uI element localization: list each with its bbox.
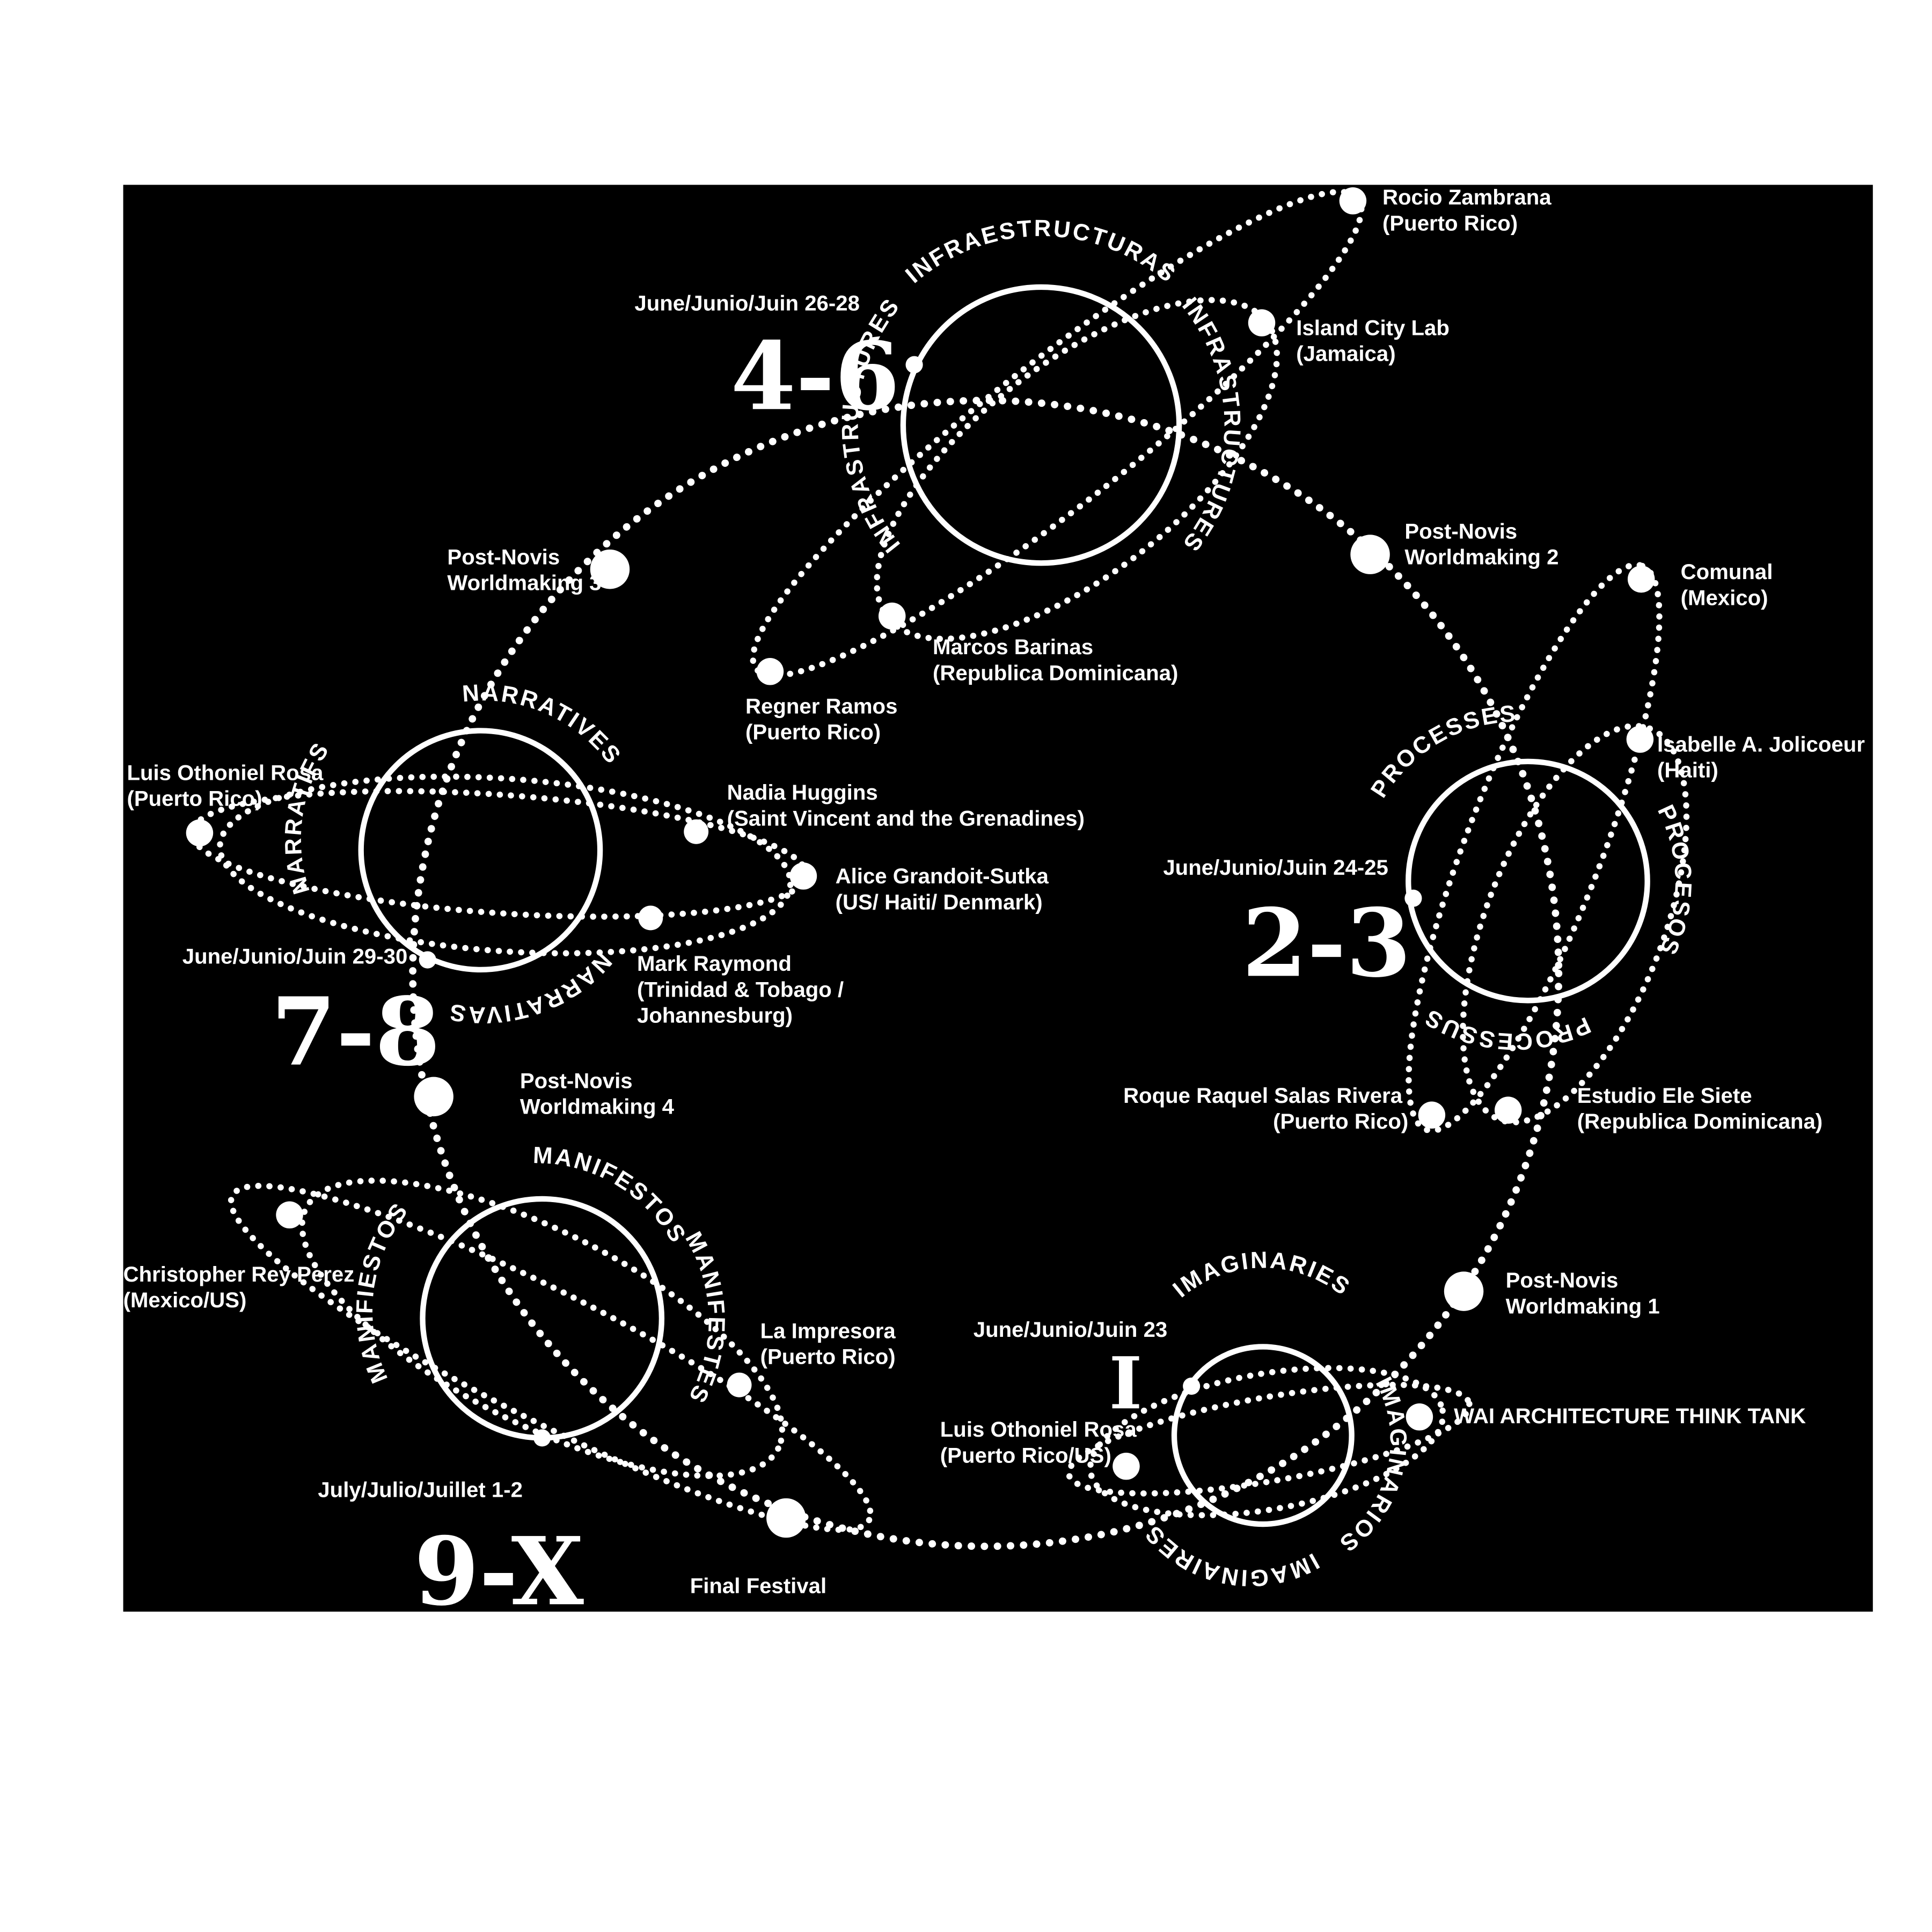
label-post-novis-2: Post-Novis Worldmaking 2 [1404,519,1558,569]
label-alice-grandoit-sutka: Alice Grandoit-Sutka (US/ Haiti/ Denmark… [836,864,1055,914]
label-island-city-lab: Island City Lab (Jamaica) [1296,316,1455,365]
infrastructures-planet-circle [900,284,1182,566]
label-isabelle-jolicoeur: Isabelle A. Jolicoeur (Haiti) [1657,733,1871,782]
processes-sessions: 2-3 [1242,888,1411,998]
label-mark-raymond: Mark Raymond (Trinidad & Tobago / Johann… [637,952,850,1027]
processes-orbit-2 [1460,723,1690,1125]
manifestos-sessions: 9-X [414,1517,584,1627]
label-luis-othoniel-rosa-us: Luis Othoniel Rosa (Puerto Rico/US) [940,1417,1143,1467]
node-dot-post-novis-4 [414,1077,453,1117]
narratives-planet-circle [358,728,603,973]
node-dot-post-novis-2 [1350,535,1390,574]
node-dot-processes-date [1404,889,1422,907]
processes-date: June/Junio/Juin 24-25 [1163,855,1388,880]
participant-labels: Rocio Zambrana (Puerto Rico) Island City… [123,185,1871,1598]
label-marcos-barinas: Marcos Barinas (Republica Dominicana) [933,635,1178,685]
label-luis-othoniel-rosa: Luis Othoniel Rosa (Puerto Rico) [127,760,329,810]
node-dot-imaginaries-date [1183,1377,1201,1395]
node-dot-christopher-rey-perez [276,1201,303,1229]
node-dot-mark-raymond [638,905,663,931]
node-dot-post-novis-3 [590,549,630,589]
main-orbit [409,397,1563,1550]
node-dot-comunal [1627,565,1655,593]
node-dot-la-impresora [727,1372,752,1397]
imaginaries-orbit-2 [1087,1365,1446,1519]
label-regner-ramos: Regner Ramos (Puerto Rico) [745,694,904,744]
label-comunal: Comunal (Mexico) [1681,560,1779,610]
narratives-orbit-2 [217,773,794,957]
label-wai-architecture: WAI ARCHITECTURE THINK TANK [1454,1404,1806,1428]
label-nadia-huggins: Nadia Huggins (Saint Vincent and the Gre… [727,780,1085,830]
imaginaries-sessions: I [1109,1342,1142,1425]
label-estudio-ele-siete: Estudio Ele Siete (Republica Dominicana) [1577,1084,1823,1133]
node-dot-regner-ramos [756,658,784,685]
label-post-novis-3: Post-Novis Worldmaking 3 [447,545,601,595]
diagram-panel [123,185,1873,1612]
infrastructures-date: June/Junio/Juin 26-28 [634,291,860,316]
imaginaries-date: June/Junio/Juin 23 [974,1318,1168,1342]
imaginaries-planet-circle [1171,1344,1355,1527]
node-dot-isabelle-jolicoeur [1626,726,1654,753]
label-post-novis-4: Post-Novis Worldmaking 4 [520,1069,675,1118]
node-dot-manifestos-date [533,1429,551,1447]
narratives-date: June/Junio/Juin 29-30 [182,944,408,968]
node-dot-marcos-barinas [878,602,906,630]
node-dot-wai-architecture [1406,1403,1433,1431]
node-dot-luis-othoniel-rosa-us [1113,1452,1140,1480]
label-christopher-rey-perez: Christopher Rey Perez (Mexico/US) [123,1262,361,1312]
infrastructures-sessions: 4-6 [730,321,899,431]
main-orbit-ring [409,397,1563,1550]
node-dot-alice-grandoit-sutka [789,862,817,890]
node-dot-rocio-zambrana [1339,187,1367,215]
node-dot-narratives-date [419,951,436,969]
label-post-novis-1: Post-Novis Worldmaking 1 [1506,1268,1660,1318]
manifestos-orbit-1 [228,1182,874,1533]
node-dot-estudio-ele-siete [1494,1096,1522,1124]
node-dot-island-city-lab [1248,309,1276,336]
node-dot-final-festival [766,1498,806,1538]
node-dot-luis-othoniel-rosa [186,819,214,847]
manifestos-date: July/Julio/Juillet 1-2 [318,1478,523,1502]
label-roque-salas-rivera: Roque Raquel Salas Rivera (Puerto Rico) [1123,1084,1408,1133]
node-dot-nadia-huggins [684,819,709,844]
label-la-impresora: La Impresora (Puerto Rico) [760,1319,902,1368]
node-dot-post-novis-1 [1444,1271,1484,1311]
label-rocio-zambrana: Rocio Zambrana (Puerto Rico) [1382,185,1557,235]
node-dot-infrastructures-date [905,356,923,374]
label-final-festival: Final Festival [690,1574,826,1598]
manifestos-orbit-2 [299,1177,786,1479]
node-dot-roque-salas-rivera [1418,1101,1446,1129]
imaginaries-orbit-1 [1065,1381,1473,1497]
processes-planet-circle [1406,758,1650,1004]
narratives-sessions: 7-8 [271,977,440,1087]
